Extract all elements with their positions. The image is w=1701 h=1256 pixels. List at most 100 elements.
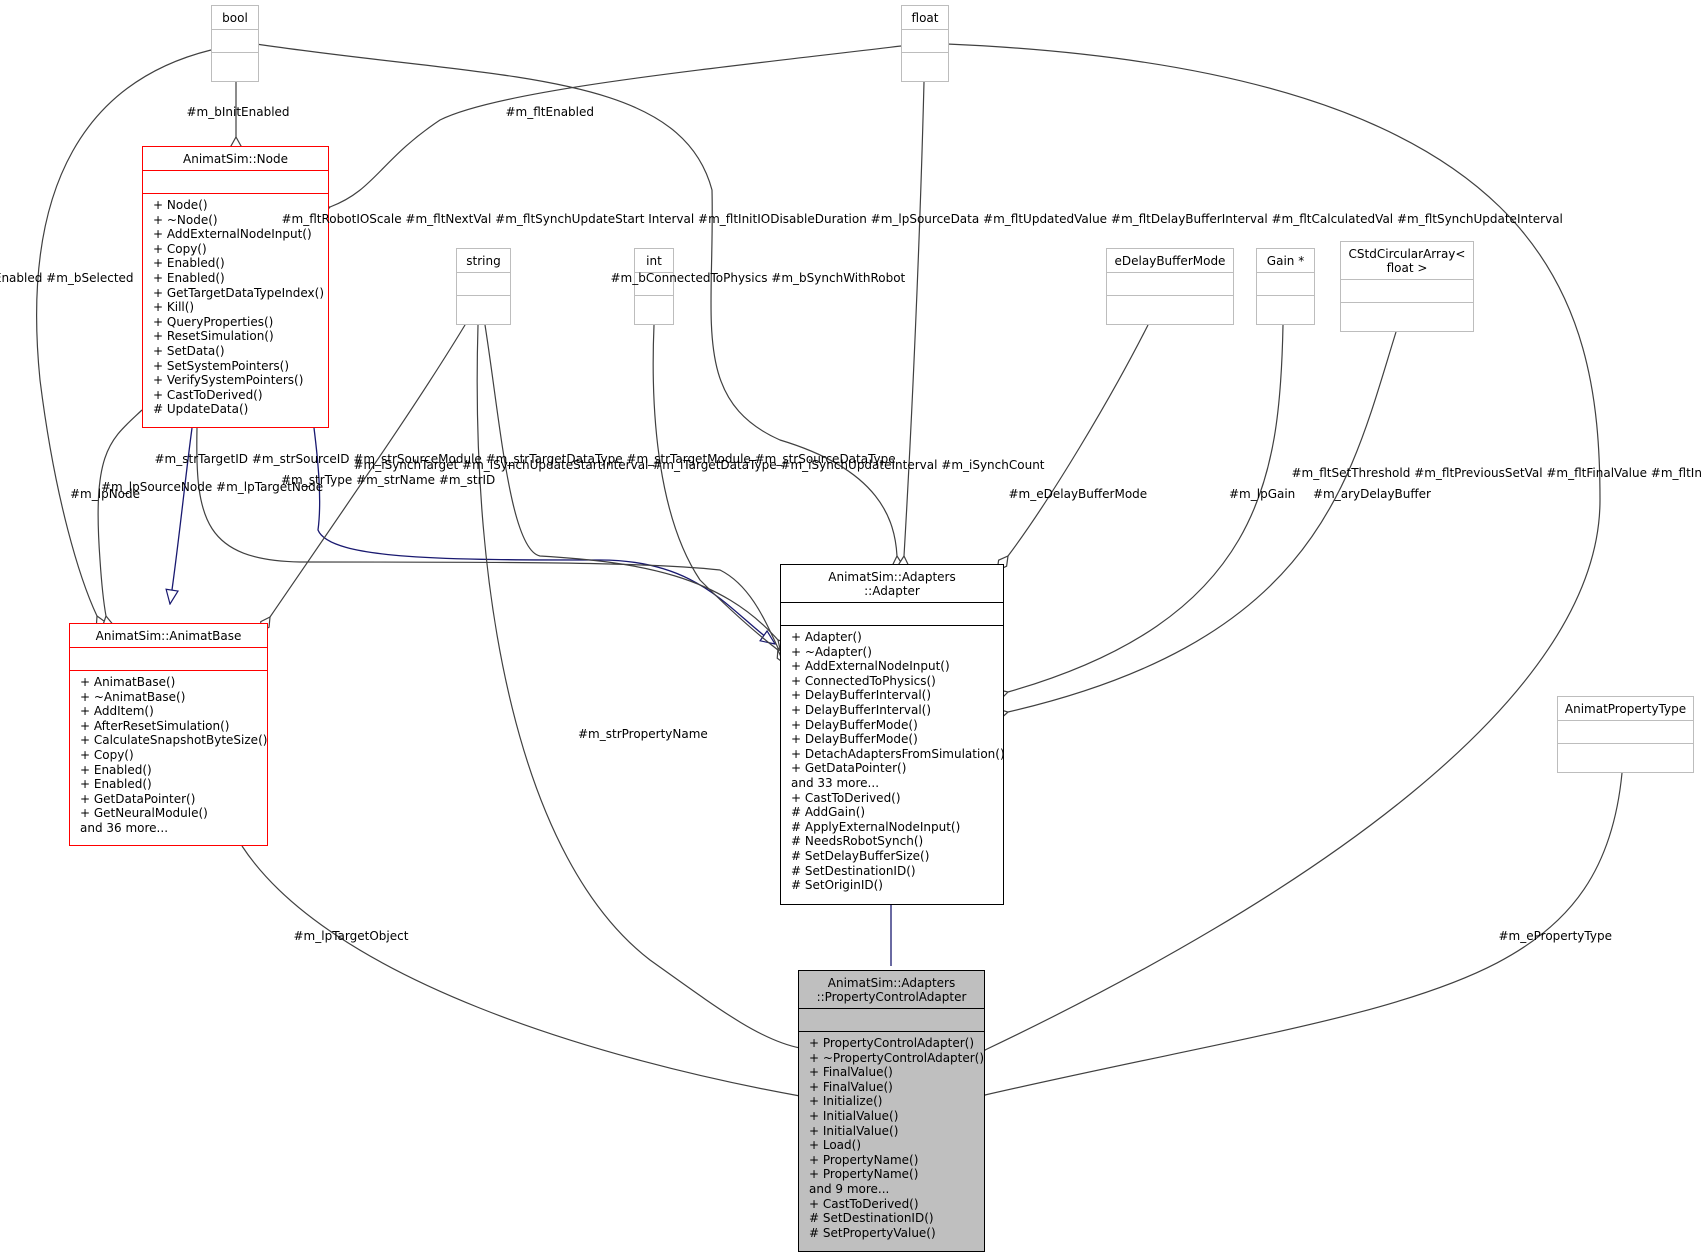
operation[interactable]: # SetDestinationID(): [791, 863, 916, 878]
operation[interactable]: and 9 more...: [809, 1181, 890, 1196]
operation[interactable]: + ~Node(): [153, 212, 218, 227]
operation[interactable]: + DelayBufferMode(): [791, 732, 918, 747]
operation[interactable]: + PropertyControlAdapter(): [809, 1036, 974, 1050]
operation[interactable]: + VerifySystemPointers(): [153, 373, 304, 388]
operation[interactable]: + PropertyName(): [809, 1152, 919, 1167]
operations-list: + Node()+ ~Node()+ AddExternalNodeInput(…: [143, 193, 328, 422]
class-edelaybuffermode[interactable]: eDelayBufferMode: [1106, 248, 1234, 325]
class-title: Gain *: [1266, 254, 1305, 268]
assoc-string-propctrl: [476, 324, 800, 1048]
class-float[interactable]: float: [901, 5, 949, 82]
operation[interactable]: + Enabled(): [80, 777, 152, 792]
class-cstdcirculararray[interactable]: CStdCircularArray< float >: [1340, 241, 1474, 332]
operations-list: + Adapter()+ ~Adapter()+ AddExternalNode…: [781, 625, 1005, 898]
operation[interactable]: + SetSystemPointers(): [153, 358, 290, 373]
operation[interactable]: + ~Adapter(): [791, 644, 872, 659]
edge-label-strtargetid: #m_strTargetID #m_strSourceID #m_strSour…: [154, 452, 896, 466]
class-int[interactable]: int: [634, 248, 674, 325]
assoc-edelay-adapter: [1008, 324, 1149, 556]
operation[interactable]: + DelayBufferInterval(): [791, 688, 932, 703]
operation[interactable]: + FinalValue(): [809, 1065, 893, 1080]
class-bool[interactable]: bool: [211, 5, 259, 82]
operation[interactable]: + AnimatBase(): [80, 675, 176, 689]
operation[interactable]: + Node(): [153, 198, 208, 212]
operation[interactable]: + ~AnimatBase(): [80, 689, 186, 704]
class-animatbase[interactable]: AnimatSim::AnimatBase + AnimatBase()+ ~A…: [69, 623, 268, 846]
operation[interactable]: # SetOriginID(): [791, 878, 883, 893]
operation[interactable]: + CastToDerived(): [153, 387, 263, 402]
operation[interactable]: + Initialize(): [809, 1094, 883, 1109]
class-title: AnimatSim::Node: [183, 152, 288, 166]
operation[interactable]: + DelayBufferInterval(): [791, 702, 932, 717]
operation[interactable]: + GetNeuralModule(): [80, 806, 208, 821]
class-title: AnimatSim::Adapters ::PropertyControlAda…: [816, 976, 967, 1004]
edge-label-binitenabled: #m_bInitEnabled: [186, 105, 290, 119]
assoc-bool-animatbase: [36, 49, 212, 616]
class-animatpropertytype[interactable]: AnimatPropertyType: [1557, 696, 1694, 773]
operation[interactable]: + Adapter(): [791, 630, 862, 644]
operation[interactable]: + Copy(): [80, 747, 134, 762]
operation[interactable]: + Enabled(): [153, 270, 225, 285]
operation[interactable]: + InitialValue(): [809, 1108, 899, 1123]
operation[interactable]: + ConnectedToPhysics(): [791, 673, 936, 688]
edge-label-bconnected: #m_bConnectedToPhysics #m_bSynchWithRobo…: [610, 271, 906, 285]
operation[interactable]: + ~PropertyControlAdapter(): [809, 1050, 985, 1065]
operation[interactable]: + GetDataPointer(): [80, 791, 196, 806]
edge-label-benabled: #m_bEnabled #m_bSelected: [0, 271, 134, 285]
operation[interactable]: # ApplyExternalNodeInput(): [791, 819, 961, 834]
operation[interactable]: + CastToDerived(): [809, 1196, 919, 1211]
assoc-float-node: [330, 45, 902, 207]
assoc-string-animatbase: [270, 319, 469, 617]
operation[interactable]: and 36 more...: [80, 820, 169, 835]
edge-label-lpgain: #m_lpGain: [1229, 487, 1296, 501]
operation[interactable]: + Enabled(): [153, 256, 225, 271]
operation[interactable]: + DetachAdaptersFromSimulation(): [791, 746, 1005, 761]
operation[interactable]: + AddExternalNodeInput(): [153, 227, 312, 242]
operation[interactable]: + SetData(): [153, 343, 225, 358]
class-propertycontroladapter[interactable]: AnimatSim::Adapters ::PropertyControlAda…: [798, 970, 985, 1252]
operation[interactable]: + GetTargetDataTypeIndex(): [153, 285, 324, 300]
operation[interactable]: + Enabled(): [80, 762, 152, 777]
operation[interactable]: and 33 more...: [791, 775, 880, 790]
operation[interactable]: # AddGain(): [791, 805, 866, 820]
class-title: CStdCircularArray< float >: [1348, 247, 1466, 275]
inherit-animatbase-node: [170, 427, 193, 604]
operation[interactable]: # SetDelayBufferSize(): [791, 848, 930, 863]
operation[interactable]: + Load(): [809, 1138, 862, 1153]
operation[interactable]: # SetDestinationID(): [809, 1211, 934, 1226]
operation[interactable]: # NeedsRobotSynch(): [791, 834, 924, 849]
operation[interactable]: + FinalValue(): [809, 1079, 893, 1094]
operation[interactable]: + PropertyName(): [809, 1167, 919, 1182]
operation[interactable]: + CalculateSnapshotByteSize(): [80, 733, 268, 748]
operations-list: + AnimatBase()+ ~AnimatBase()+ AddItem()…: [70, 670, 267, 841]
operation[interactable]: + GetDataPointer(): [791, 761, 907, 776]
assoc-string-adapter: [484, 324, 778, 640]
class-node[interactable]: AnimatSim::Node + Node()+ ~Node()+ AddEx…: [142, 146, 329, 428]
operation[interactable]: + Kill(): [153, 300, 195, 315]
assoc-node-adapter: [196, 427, 778, 648]
operation[interactable]: + Copy(): [153, 241, 207, 256]
operation[interactable]: + AddItem(): [80, 704, 154, 719]
assoc-cstd-adapter: [1008, 331, 1397, 712]
class-title: AnimatSim::Adapters ::Adapter: [828, 570, 956, 598]
class-adapter[interactable]: AnimatSim::Adapters ::Adapter + Adapter(…: [780, 564, 1005, 905]
operation[interactable]: + AfterResetSimulation(): [80, 718, 230, 733]
class-string[interactable]: string: [456, 248, 511, 325]
operations-list: + PropertyControlAdapter()+ ~PropertyCon…: [799, 1031, 984, 1245]
class-title: eDelayBufferMode: [1114, 254, 1226, 268]
edge-label-lpnode: #m_lpNode: [70, 487, 141, 501]
operation[interactable]: # UpdateData(): [153, 402, 249, 417]
operation[interactable]: + DelayBufferMode(): [791, 717, 918, 732]
operation[interactable]: + AddExternalNodeInput(): [791, 659, 950, 674]
inherit-adapter-node: [313, 427, 775, 644]
operation[interactable]: + InitialValue(): [809, 1123, 899, 1138]
class-gain-pointer[interactable]: Gain *: [1256, 248, 1315, 325]
edge-label-epropertytype: #m_ePropertyType: [1498, 929, 1612, 943]
edge-label-fltsetthreshold: #m_fltSetThreshold #m_fltPreviousSetVal …: [1291, 466, 1701, 480]
operation[interactable]: + ResetSimulation(): [153, 329, 274, 344]
class-title: bool: [222, 11, 248, 25]
operation[interactable]: + QueryProperties(): [153, 314, 274, 329]
operation[interactable]: + CastToDerived(): [791, 790, 901, 805]
operation[interactable]: # SetPropertyValue(): [809, 1225, 936, 1240]
